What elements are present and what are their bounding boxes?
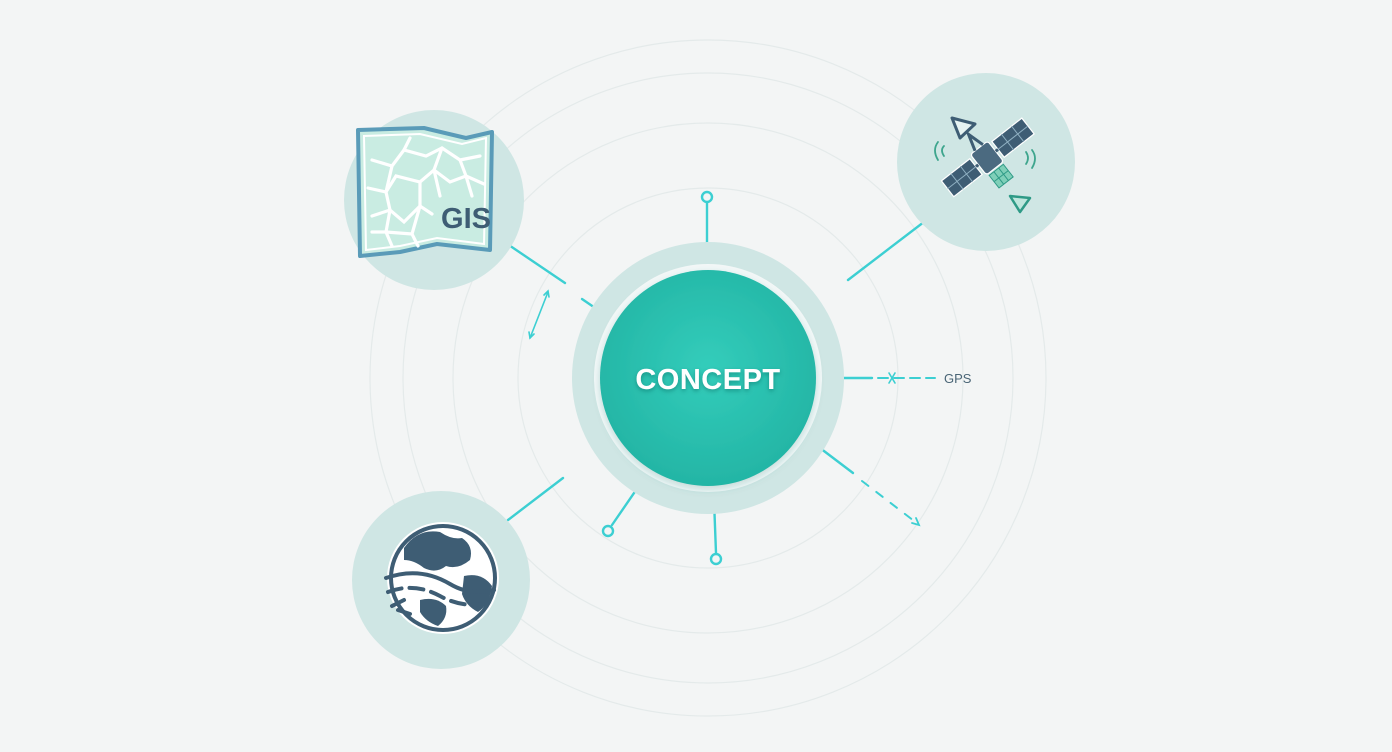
satellite-icon: [940, 117, 1035, 198]
map-icon: GIS: [356, 126, 494, 258]
concept-label: CONCEPT: [635, 364, 780, 396]
connector-bottom-endpoint: [709, 552, 723, 566]
globe-orbit-lines: [384, 571, 496, 616]
orbit-ring-outer: [402, 72, 1014, 684]
globe-continent-north: [404, 531, 471, 571]
connector-lower-right-arrowhead: [911, 517, 921, 527]
satellite-panel-right-grid: [997, 125, 1029, 151]
connector-gps-cross: [888, 372, 896, 384]
satellite-node: [897, 73, 1075, 251]
gps-label: GPS: [944, 371, 972, 386]
orbit-rings: [369, 39, 1047, 717]
connector-top-endpoint: [700, 190, 714, 204]
connector-lower-right-dashed: [861, 480, 919, 525]
globe-node: [352, 491, 530, 669]
connector-lower-right: [818, 446, 855, 475]
connector-arc-arrowheads: [528, 289, 550, 340]
map-icon-inner-border: [362, 132, 488, 252]
satellite-panel-left-grid: [947, 165, 977, 190]
satellite-arrow-down: [1008, 194, 1032, 214]
globe-continent-south: [420, 598, 447, 626]
orbit-ring-middle: [452, 122, 964, 634]
satellite-antenna: [965, 130, 984, 152]
satellite-arrow-up: [950, 116, 977, 140]
connector-arc-arrow: [529, 291, 549, 339]
gis-label: GIS: [441, 203, 491, 235]
signal-icon: [934, 141, 1036, 169]
map-icon-regions: [366, 136, 486, 248]
globe-icon: [384, 522, 499, 634]
orbit-ring-outermost: [369, 39, 1047, 717]
connector-bottom-left-endpoint: [601, 524, 615, 538]
map-node: GIS: [344, 110, 524, 290]
connector-globe: [506, 476, 565, 522]
concept-node: CONCEPT: [572, 242, 844, 514]
concept-node-core: [600, 270, 816, 486]
